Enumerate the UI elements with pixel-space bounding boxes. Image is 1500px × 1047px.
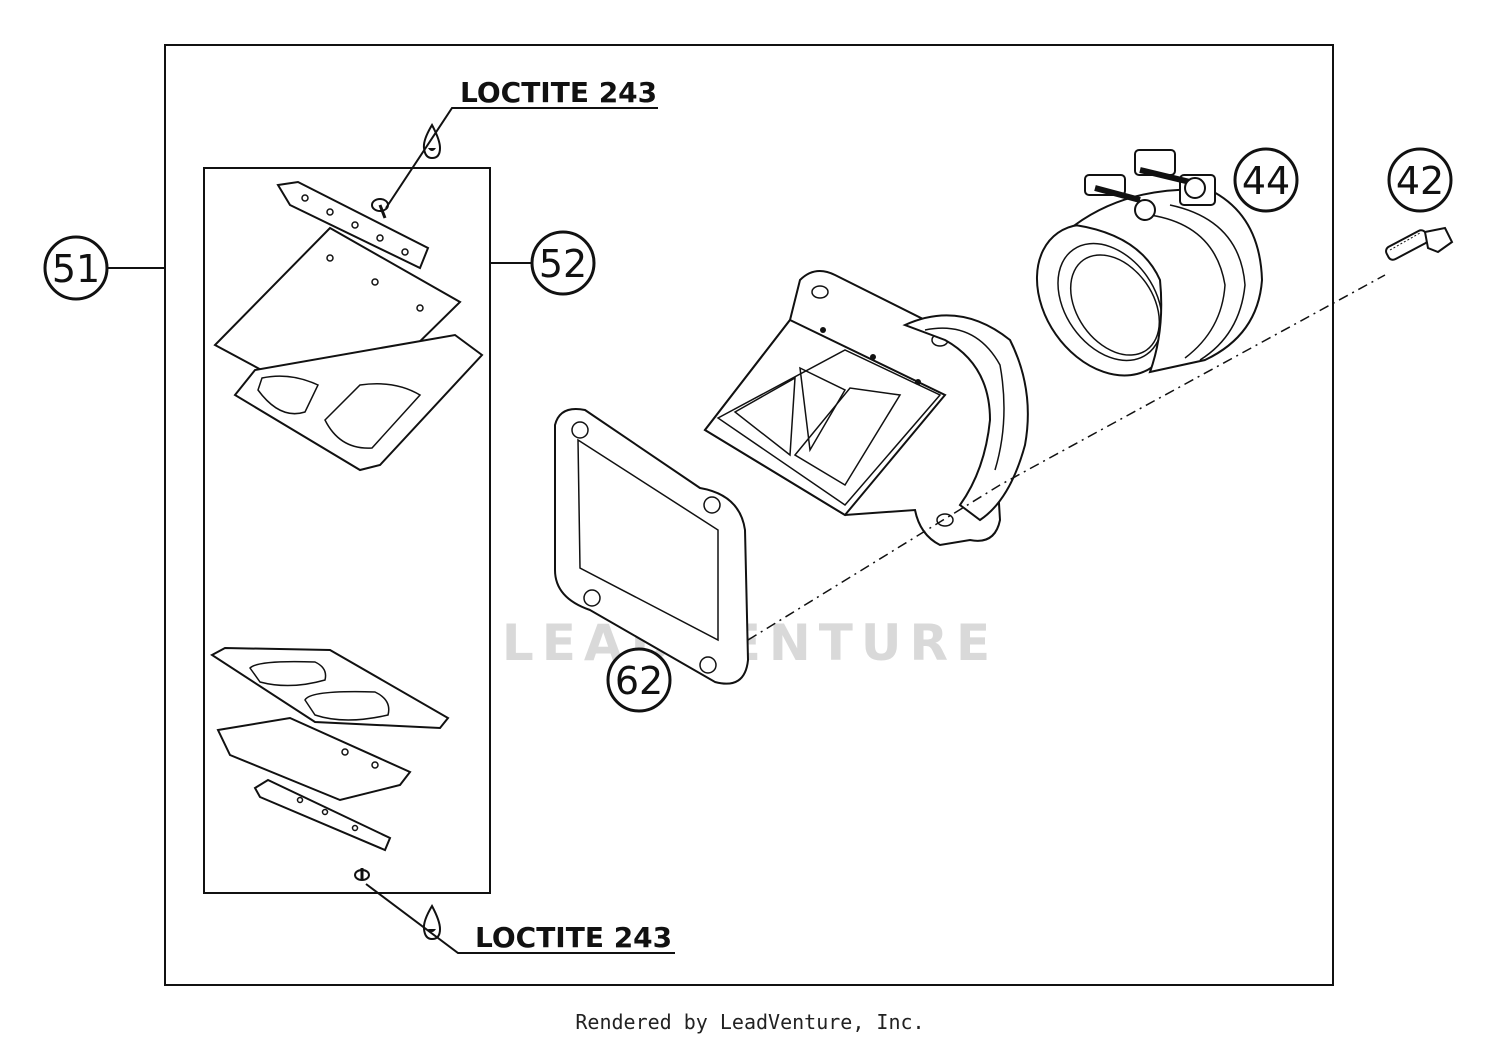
watermark-text: LEADVENTURE <box>502 614 998 672</box>
bolt-42 <box>1385 226 1454 261</box>
callout-62-label: 62 <box>615 659 663 703</box>
watermark: LEADVENTURE <box>502 614 998 672</box>
intake-boot-44 <box>1035 149 1264 377</box>
loctite-top-leader <box>385 107 658 209</box>
loctite-bottom-label: LOCTITE 243 <box>475 921 672 954</box>
loctite-bottom-leader <box>365 883 675 954</box>
assembly-centerline <box>747 274 1386 641</box>
callout-62: 62 <box>606 647 672 713</box>
screw-bottom <box>354 868 370 881</box>
callout-51-label: 51 <box>52 247 100 291</box>
callout-52: 52 <box>530 230 596 296</box>
outer-frame <box>164 44 1334 986</box>
callout-44-label: 44 <box>1242 159 1290 203</box>
reed-parts-bottom <box>210 646 450 852</box>
screw-top <box>371 198 389 219</box>
footer-credit: Rendered by LeadVenture, Inc. <box>575 1010 925 1034</box>
callout-42: 42 <box>1387 147 1453 213</box>
reed-valve-block <box>703 270 1029 547</box>
reed-kit-frame <box>203 167 491 894</box>
callout-42-label: 42 <box>1396 159 1444 203</box>
callout-51: 51 <box>43 235 109 301</box>
loctite-top-label: LOCTITE 243 <box>460 76 657 109</box>
reed-parts-top <box>213 180 484 472</box>
callout-44: 44 <box>1233 147 1299 213</box>
callout-52-label: 52 <box>539 242 587 286</box>
reed-gasket-62 <box>554 408 750 685</box>
